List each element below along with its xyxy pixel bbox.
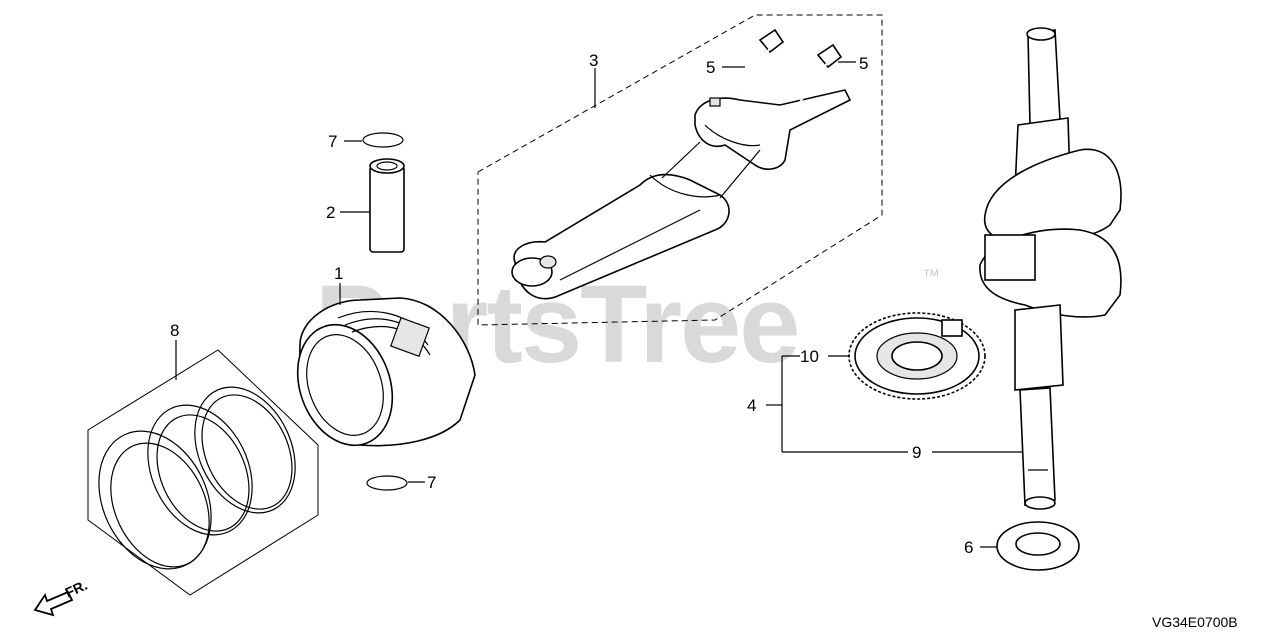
pin-clip-upper[interactable] — [362, 132, 404, 148]
callout-1: 1 — [334, 264, 343, 283]
timing-gear[interactable] — [848, 312, 986, 400]
callout-7-upper: 7 — [328, 132, 337, 151]
front-direction-arrow — [33, 590, 74, 617]
assembly-bracket — [766, 355, 908, 453]
callout-9: 9 — [912, 443, 921, 462]
callout-7-lower: 7 — [427, 473, 436, 492]
rod-bolt-left[interactable] — [741, 28, 785, 91]
diagram-code: VG34E0700B — [1152, 614, 1238, 630]
callout-5-left: 5 — [706, 58, 715, 77]
connecting-rod-cap[interactable] — [694, 89, 852, 170]
callout-2: 2 — [326, 203, 335, 222]
callout-3: 3 — [589, 51, 598, 70]
callout-5-right: 5 — [859, 54, 868, 73]
piston[interactable] — [282, 297, 476, 459]
front-indicator-label: FR. — [63, 577, 90, 601]
piston-pin[interactable] — [369, 158, 405, 253]
crankshaft[interactable] — [979, 27, 1122, 510]
callout-10: 10 — [800, 347, 819, 366]
connecting-rod[interactable] — [511, 173, 730, 300]
callout-6: 6 — [964, 538, 973, 557]
rod-bolt-right[interactable] — [797, 43, 843, 106]
callout-8: 8 — [170, 321, 179, 340]
watermark-trademark: ™ — [922, 266, 940, 286]
thrust-washer[interactable] — [996, 521, 1080, 571]
pin-clip-lower[interactable] — [366, 475, 408, 491]
callout-4: 4 — [747, 396, 756, 415]
piston-ring-set[interactable] — [77, 349, 319, 596]
connecting-rod-set-boundary — [477, 14, 883, 326]
